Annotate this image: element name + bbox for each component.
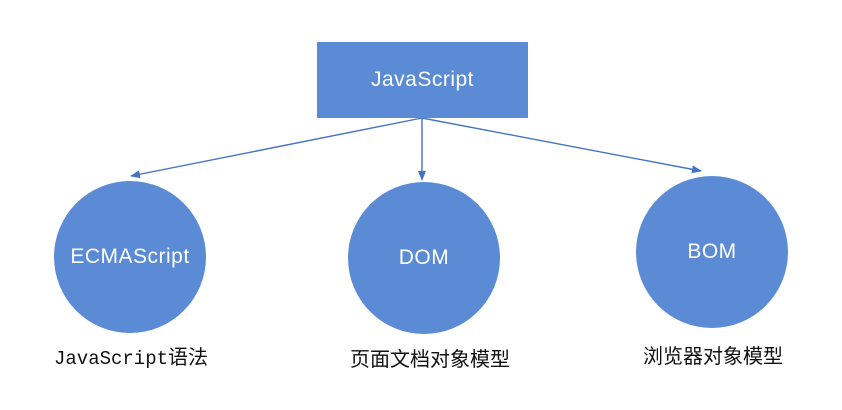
- node-javascript-label: JavaScript: [370, 68, 475, 91]
- caption-ecmascript: JavaScript语法: [0, 341, 262, 370]
- connector-root-to-ecmascript: [130, 117, 423, 179]
- connector-root-to-bom: [421, 117, 702, 174]
- node-ecmascript-label: ECMAScript: [70, 245, 190, 268]
- caption-ecmascript-en: JavaScript: [53, 348, 169, 370]
- node-javascript: JavaScript: [317, 42, 528, 118]
- node-bom-label: BOM: [687, 240, 737, 263]
- caption-dom-text: 页面文档对象模型: [350, 349, 510, 371]
- caption-bom-text: 浏览器对象模型: [643, 346, 783, 368]
- caption-ecmascript-zh: 语法: [168, 347, 209, 369]
- node-dom-label: DOM: [398, 246, 450, 269]
- node-dom: DOM: [348, 182, 500, 334]
- caption-dom: 页面文档对象模型: [299, 343, 561, 372]
- node-ecmascript: ECMAScript: [54, 181, 206, 333]
- node-bom: BOM: [636, 176, 788, 328]
- caption-bom: 浏览器对象模型: [582, 340, 842, 369]
